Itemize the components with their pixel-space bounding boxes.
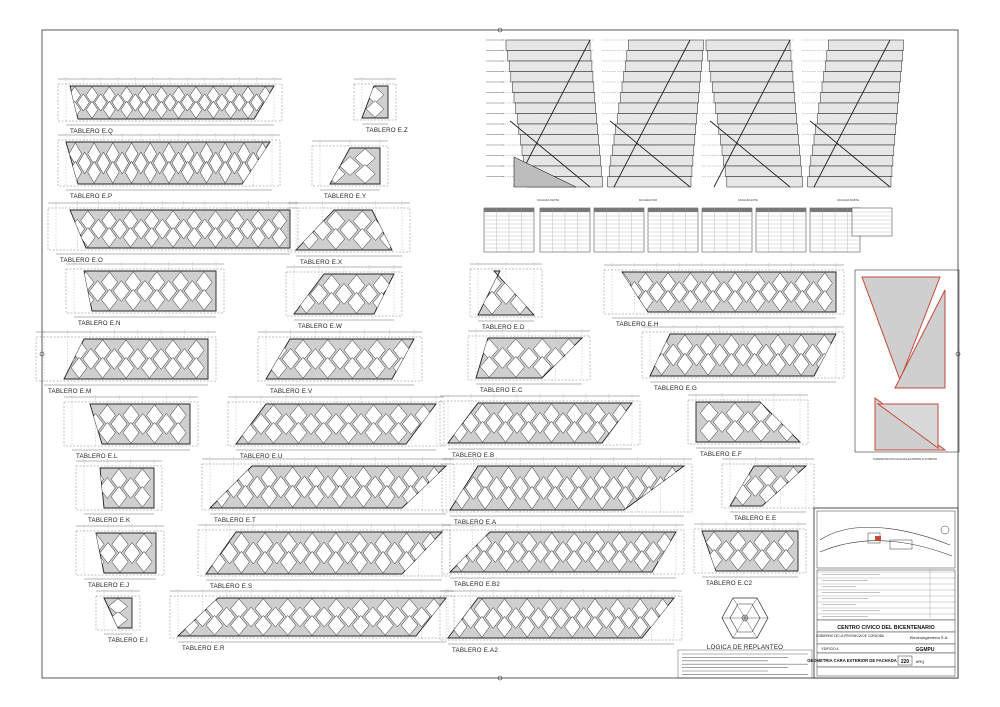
panel-label: TABLERO E.X (300, 259, 342, 266)
panel-label: TABLERO E.M (48, 388, 91, 395)
panel-e-j: TABLERO E.J (75, 524, 165, 589)
elevation-1: FACHADA OESTE (502, 39, 603, 202)
logic-label: LOGICA DE REPLANTEO (707, 644, 783, 651)
panel-label: TABLERO E.W (298, 323, 342, 330)
sheet-number: 220 (901, 659, 910, 665)
panel-e-n: TABLERO E.N (65, 262, 225, 327)
panel-label: TABLERO E.J (88, 582, 129, 589)
panel-e-m: TABLERO E.M (35, 330, 217, 395)
elevation-4: FACHADA NORTE (802, 39, 904, 202)
panel-e-q: TABLERO E.Q (57, 77, 283, 135)
panel-label: TABLERO E.B (452, 452, 494, 459)
panel-e-w: TABLERO E.W (285, 265, 403, 330)
panel-label: TABLERO E.K (88, 517, 131, 524)
panel-drawings: TABLERO E.Q TABLERO E.Z TABLERO E.P TABLERO… (35, 77, 845, 654)
panel-e-k: TABLERO E.K (75, 459, 163, 524)
panel-e-b: TABLERO E.B (439, 394, 641, 459)
panel-label: TABLERO E.V (270, 388, 313, 395)
panel-e-u: TABLERO E.U (227, 395, 445, 460)
panel-label: TABLERO E.T (214, 517, 256, 524)
project-title: CENTRO CIVICO DEL BICENTENARIO (837, 625, 935, 631)
elevation-3: FACHADA ESTE (702, 39, 803, 202)
panel-e-y: TABLERO E.Y (311, 139, 389, 200)
panel-e-t: TABLERO E.T (201, 457, 455, 524)
superposition-detail: SUPERPOSICION FACHADA EXTERIOR E INTERIO… (854, 269, 960, 461)
client-line: GOBIERNO DE LA PROVINCIA DE CORDOBA (816, 634, 885, 638)
panel-label: TABLERO E.I (108, 637, 148, 644)
title-block: CENTRO CIVICO DEL BICENTENARIO GOBIERNO … (807, 507, 959, 679)
panel-label: TABLERO E.O (60, 257, 103, 264)
panel-label: TABLERO E.C2 (706, 580, 753, 587)
panel-e-d: TABLERO E.D (469, 262, 543, 331)
panel-e-a: TABLERO E.A (441, 457, 693, 526)
panel-e-o: TABLERO E.O (47, 201, 299, 264)
panel-label: TABLERO E.E (734, 515, 776, 522)
panel-label: TABLERO E.P (70, 193, 112, 200)
panel-label: TABLERO E.N (78, 320, 121, 327)
panel-label: TABLERO E.L (76, 453, 118, 460)
table-block (539, 207, 591, 253)
panel-e-z: TABLERO E.Z (353, 77, 408, 134)
elevation-label: FACHADA OESTE (537, 198, 559, 202)
elevation-label: FACHADA ESTE (738, 198, 758, 202)
sheet-frame (41, 29, 959, 679)
notes-block (677, 649, 813, 679)
panel-label: TABLERO E.U (240, 453, 283, 460)
table-block (483, 207, 535, 253)
drawing-title: GEOMETRIA CARA EXTERIOR DE FACHADA (807, 658, 897, 663)
company-name: Electroingeniería S.A. (910, 635, 949, 640)
panel-e-c: TABLERO E.C (467, 329, 591, 394)
panel-e-h: TABLERO E.H (603, 263, 845, 328)
panel-label: TABLERO E.C (480, 387, 523, 394)
elevation-label: FACHADA NORTE (837, 198, 859, 202)
table-block (647, 207, 699, 253)
table-block (809, 207, 861, 253)
panel-e-l: TABLERO E.L (63, 395, 199, 460)
table-block (593, 207, 645, 253)
panel-label: TABLERO E.R (182, 645, 225, 652)
panel-e-s: TABLERO E.S (197, 523, 451, 590)
logica-replanteo-diagram: LOGICA DE REPLANTEO (707, 597, 783, 651)
superposition-label: SUPERPOSICION FACHADA EXTERIOR E INTERIO… (873, 457, 937, 461)
panel-e-b2: TABLERO E.B2 (441, 523, 685, 588)
panel-e-x: TABLERO E.X (287, 201, 411, 266)
sheet-code: ARQ (916, 659, 925, 664)
panel-e-r: TABLERO E.R (169, 589, 455, 652)
panel-label: TABLERO E.B2 (454, 581, 500, 588)
panel-e-i: TABLERO E.I (95, 589, 148, 644)
panel-e-v: TABLERO E.V (257, 330, 423, 395)
panel-e-a2: TABLERO E.A2 (439, 589, 683, 654)
table-block (755, 207, 807, 253)
measurement-tables (483, 207, 893, 253)
panel-label: TABLERO E.Q (70, 128, 113, 135)
panel-label: TABLERO E.A2 (452, 647, 498, 654)
panel-label: TABLERO E.H (616, 321, 659, 328)
building-name: EDIFICIO A (822, 647, 840, 651)
panel-e-c2: TABLERO E.C2 (693, 522, 807, 587)
firm-name: GGMPU (916, 647, 935, 653)
panel-e-g: TABLERO E.G (641, 325, 845, 392)
panel-label: TABLERO E.A (454, 519, 497, 526)
panel-label: TABLERO E.D (482, 324, 525, 331)
panel-label: TABLERO E.S (210, 583, 252, 590)
panel-e-f: TABLERO E.F (687, 393, 809, 458)
panel-e-p: TABLERO E.P (57, 133, 281, 200)
facade-elevations: FACHADA OESTE FACHADA SUR FACHADA ESTE FACH… (486, 39, 904, 202)
elevation-2: FACHADA SUR (602, 39, 704, 202)
elevation-label: FACHADA SUR (639, 198, 657, 202)
panel-label: TABLERO E.G (654, 385, 697, 392)
panel-label: TABLERO E.F (700, 451, 742, 458)
table-block (701, 207, 753, 253)
panel-e-e: TABLERO E.E (721, 457, 815, 522)
panel-label: TABLERO E.Z (366, 127, 408, 134)
panel-label: TABLERO E.Y (324, 193, 366, 200)
